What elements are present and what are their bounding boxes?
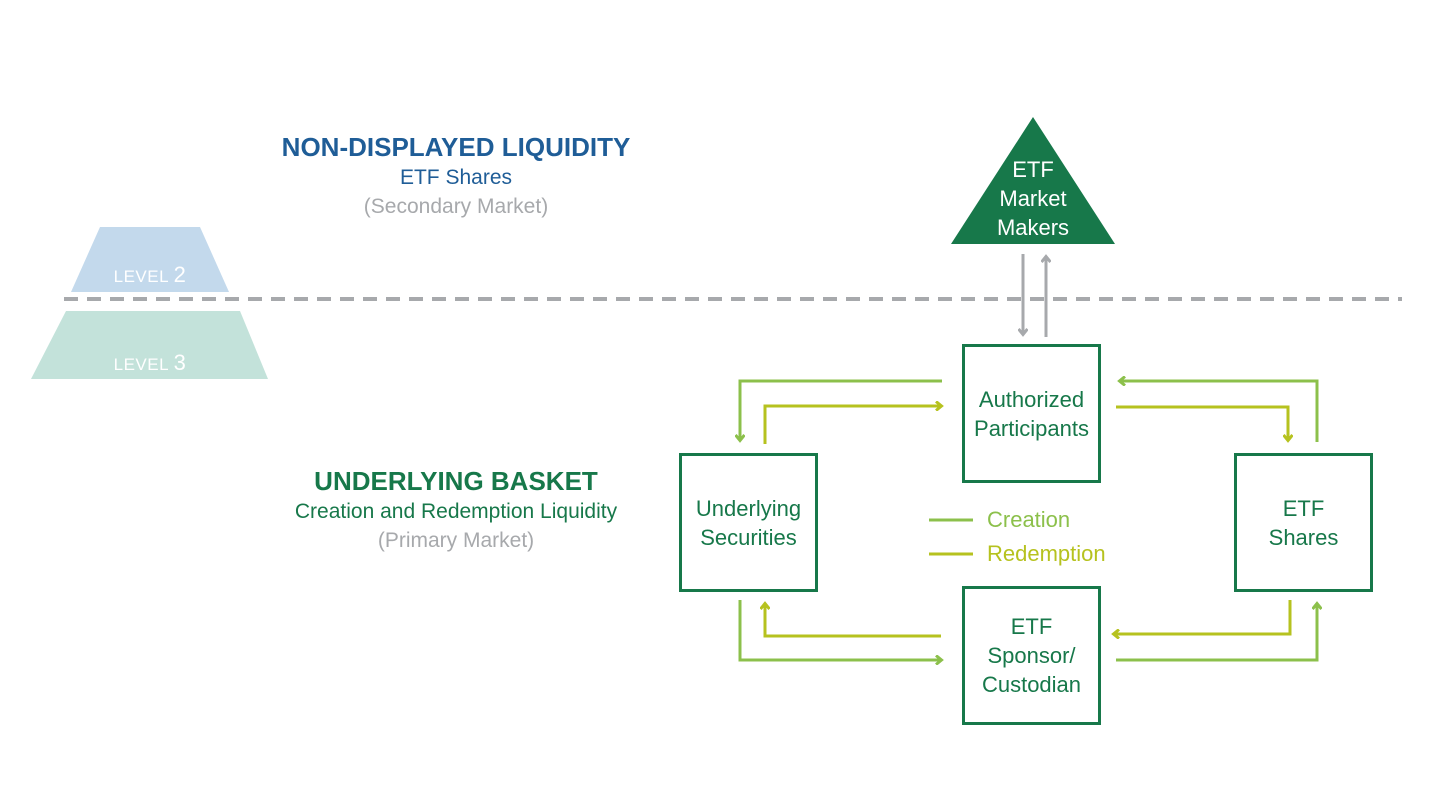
sponsor-custodian-box: ETF Sponsor/ Custodian — [962, 586, 1101, 725]
level-3-shape — [31, 311, 268, 379]
level-2-number: 2 — [173, 262, 187, 287]
market-makers-label: ETF Market Makers — [996, 157, 1070, 240]
non-displayed-title: NON-DISPLAYED LIQUIDITY — [281, 132, 631, 162]
underlying-heading: UNDERLYING BASKET Creation and Redemptio… — [246, 465, 666, 555]
underlying-subtitle: Creation and Redemption Liquidity — [294, 500, 618, 523]
authorized-participants-box: Authorized Participants — [962, 344, 1101, 483]
sponsor-custodian-label: ETF Sponsor/ Custodian — [981, 614, 1082, 697]
level-2-word: LEVEL — [113, 267, 169, 286]
etf-shares-box: ETF Shares — [1234, 453, 1373, 592]
arrow-underlying-to-ap — [763, 406, 941, 444]
arrow-ap-to-underlying — [740, 379, 942, 440]
legend-redemption-label: Redemption — [987, 541, 1106, 566]
underlying-note: (Primary Market) — [377, 529, 535, 552]
authorized-participants-label: Authorized Participants — [974, 386, 1089, 441]
arrow-ap-to-etfshares — [1116, 405, 1288, 440]
underlying-title: UNDERLYING BASKET — [314, 466, 598, 496]
arrow-sponsor-to-underlying — [765, 604, 941, 638]
non-displayed-subtitle: ETF Shares — [399, 166, 513, 189]
level-2-shape — [71, 227, 229, 292]
level-3-word: LEVEL — [113, 355, 169, 374]
arrow-sponsor-to-etfshares — [1116, 604, 1317, 662]
arrow-etfshares-to-sponsor — [1114, 600, 1292, 634]
underlying-securities-label: Underlying Securities — [695, 495, 802, 550]
arrow-underlying-to-sponsor — [738, 600, 941, 660]
level-3-label: LEVEL 3 — [100, 350, 200, 376]
market-makers-triangle — [951, 117, 1115, 244]
legend-creation-label: Creation — [987, 507, 1071, 532]
underlying-securities-box: Underlying Securities — [679, 453, 818, 592]
non-displayed-note: (Secondary Market) — [363, 195, 549, 218]
level-2-label: LEVEL 2 — [100, 262, 200, 288]
arrow-etfshares-to-ap — [1120, 381, 1319, 442]
etf-shares-label: ETF Shares — [1268, 495, 1339, 550]
level-3-number: 3 — [173, 350, 187, 375]
non-displayed-heading: NON-DISPLAYED LIQUIDITY ETF Shares (Seco… — [246, 131, 666, 221]
